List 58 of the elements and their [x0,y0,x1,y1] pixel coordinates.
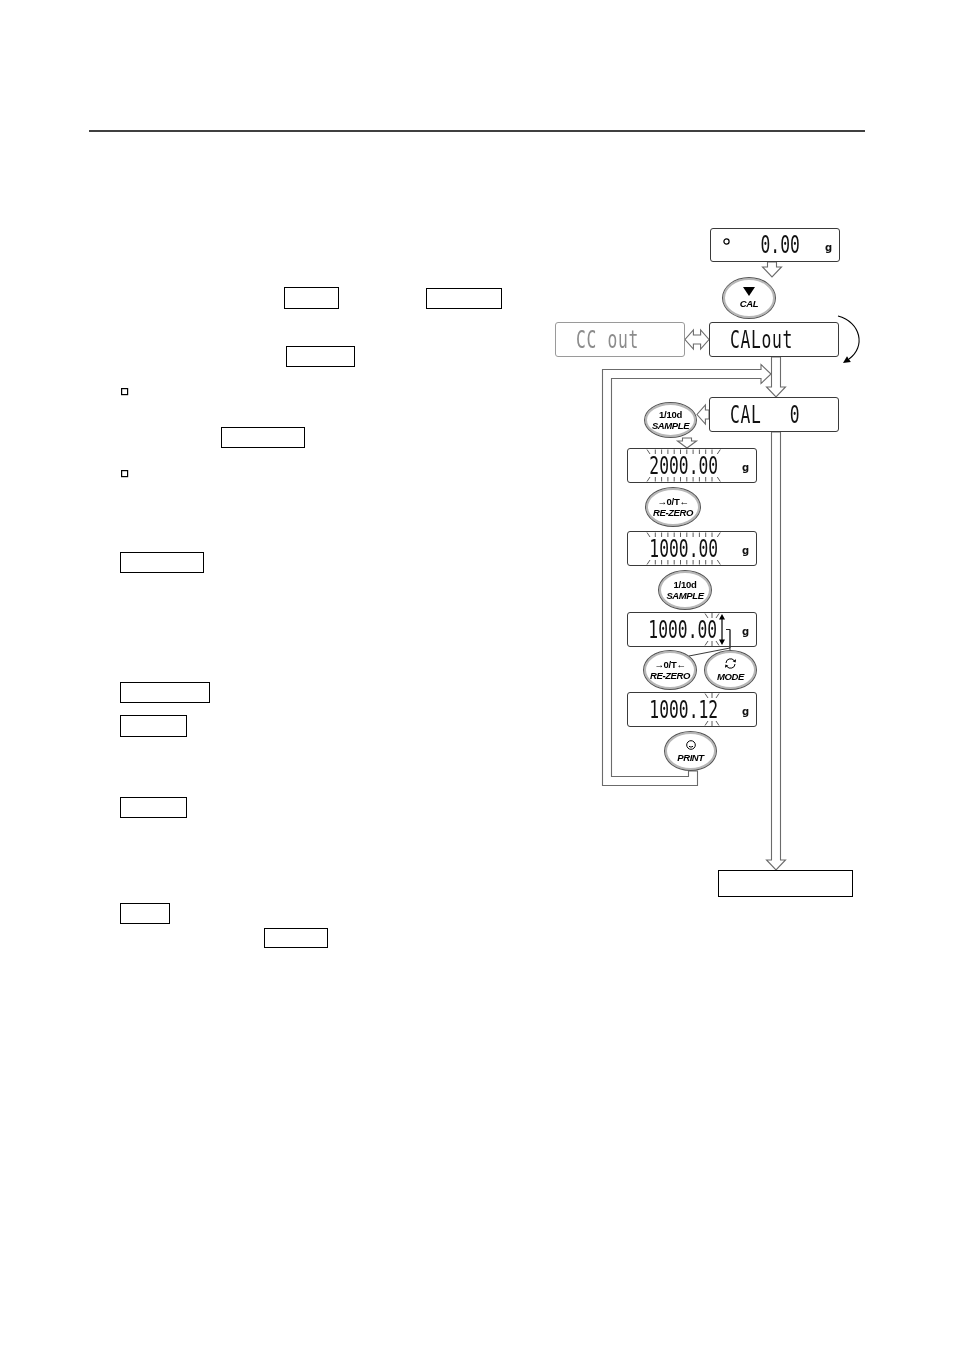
empty-frame [284,287,339,309]
hollow-arrow [601,363,772,787]
empty-frame [120,552,204,573]
lcd-display [627,692,757,727]
key-label: CAL [739,298,759,309]
display-readout: 2000.00 [649,456,718,475]
empty-frame [426,288,502,309]
lcd-display [555,322,685,357]
unit-label: g [825,241,833,253]
key-label: MODE [717,671,744,682]
empty-frame [264,928,328,948]
key-symbol [704,650,757,690]
hollow-arrow [675,437,699,449]
display-readout: 1000.00 [648,620,717,639]
lcd-display [709,397,839,432]
lcd-display [709,322,839,357]
key-symbol [643,650,697,690]
key-symbol [645,487,701,527]
hollow-arrow [765,431,787,871]
leader-line [725,629,731,651]
lcd-display [710,228,840,262]
key-symbol [664,731,717,771]
display-readout: 1000.00 [649,539,718,558]
unit-label: g [742,626,750,637]
key-legend: →0/T← [657,496,689,507]
key-legend: →0/T← [654,659,686,670]
key-label: RE-ZERO [653,507,693,518]
hollow-arrow [765,356,787,398]
display-readout: 0.00 [760,236,800,254]
empty-frame [221,427,305,448]
unit-label: g [742,706,750,717]
hollow-arrow [761,261,783,278]
key-legend: 1/10d [659,409,682,420]
empty-frame [120,903,170,924]
display-readout: CC out [576,330,640,349]
display-readout: CAL 0 [730,405,801,424]
key-symbol [658,570,712,610]
hollow-arrow [696,403,710,426]
display-readout: 1000.12 [649,700,718,719]
lcd-display [627,531,757,566]
key-symbol [722,277,776,319]
display-readout: CALout [730,330,794,349]
hollow-arrow [684,328,710,351]
empty-frame [120,797,187,818]
key-symbol [644,402,697,438]
key-legend: 1/10d [673,579,697,590]
key-label: SAMPLE [666,590,704,601]
unit-label: g [742,462,750,473]
empty-frame [120,682,210,703]
empty-frame [286,346,355,367]
key-label: PRINT [677,751,704,763]
unit-label: g [742,545,750,556]
lcd-display [627,448,757,483]
lcd-display [627,612,757,647]
key-label: RE-ZERO [650,670,690,681]
key-label: SAMPLE [651,420,690,431]
empty-frame [120,715,187,737]
empty-frame [718,870,853,897]
